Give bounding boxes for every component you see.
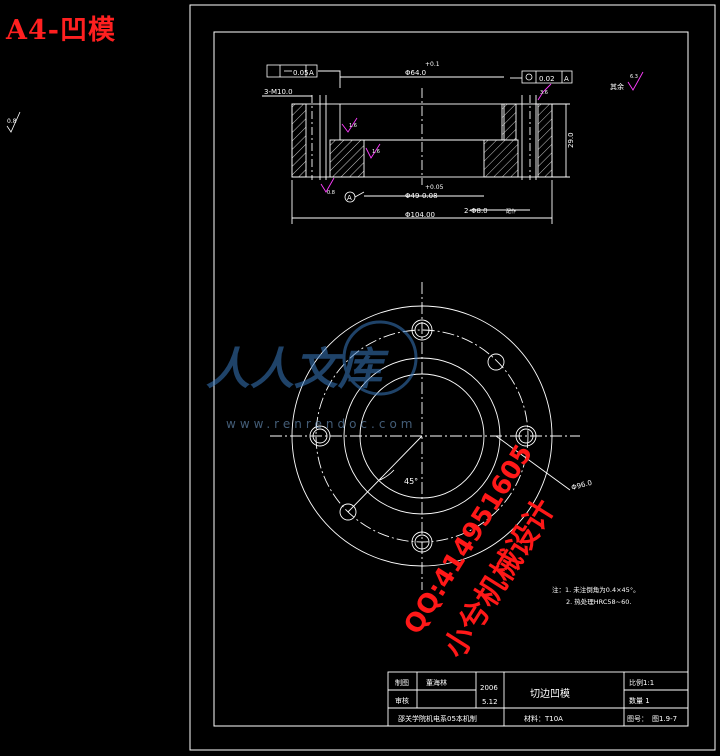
- note-line-1: 注：1. 未注倒角为0.4×45°。: [552, 585, 640, 594]
- section-view: [262, 70, 570, 224]
- svg-text:其余: 其余: [610, 82, 624, 91]
- svg-text:0.8: 0.8: [7, 118, 17, 125]
- date-year: 2006: [480, 684, 498, 692]
- svg-text:0.02: 0.02: [539, 75, 555, 83]
- bore-dim-tolerance: +0.1: [425, 61, 440, 68]
- svg-text:6.3: 6.3: [630, 74, 638, 80]
- angle-label: 45°: [404, 477, 418, 486]
- svg-text:配作: 配作: [506, 208, 516, 215]
- flatness-tolerance-frame: 0.05 A: [266, 64, 318, 78]
- svg-text:1.6: 1.6: [372, 149, 380, 155]
- roughness-symbol-top: 1.6: [341, 117, 358, 133]
- roughness-symbol-chamfer: 0.8: [320, 177, 335, 196]
- svg-text:A: A: [347, 194, 352, 202]
- part-name: 切边凹模: [530, 688, 570, 700]
- hole-spacing-dim: 2-Φ8.0 配作: [464, 207, 516, 215]
- sheet-title: A4-凹模: [6, 15, 116, 46]
- roughness-symbol-inner: 1.6: [365, 143, 381, 159]
- svg-text:3.6: 3.6: [540, 90, 548, 96]
- scale: 比例1:1: [629, 678, 654, 687]
- datum-marker: A: [344, 191, 365, 203]
- svg-text:A: A: [564, 75, 569, 83]
- svg-text:2-Φ8.0: 2-Φ8.0: [464, 207, 488, 215]
- svg-text:0.05: 0.05: [293, 69, 309, 77]
- inner-dim-tolerance: +0.05: [425, 184, 444, 191]
- designer-label: 制图: [395, 678, 409, 687]
- circle-dim: Φ96.0: [570, 479, 592, 492]
- outer-frame: [189, 4, 716, 751]
- drawing-no-label: 图号：: [627, 715, 648, 723]
- svg-text:1.6: 1.6: [349, 123, 357, 129]
- plan-view: [270, 282, 580, 590]
- designer-name: 董海林: [426, 678, 447, 687]
- outer-dim: Φ104.00: [405, 211, 435, 219]
- inner-dim: Φ49-0.08: [405, 192, 438, 200]
- svg-text:0.8: 0.8: [327, 190, 335, 196]
- side-roughness-symbol: 0.8: [6, 111, 21, 133]
- thread-callout: 3-M10.0: [264, 88, 293, 96]
- checker-label: 审核: [395, 696, 409, 705]
- quantity: 数量 1: [629, 696, 650, 705]
- drawing-no: 图1.9-7: [652, 715, 677, 723]
- roughness-symbol-right: 3.6: [537, 83, 552, 101]
- material: 材料：T10A: [524, 714, 563, 723]
- perpendicularity-tolerance-frame: 0.02 A: [521, 70, 573, 84]
- height-dim: 29.0: [567, 132, 575, 148]
- svg-text:人人文库: 人人文库: [206, 344, 389, 395]
- bore-dim: Φ64.0: [405, 69, 426, 77]
- watermark: 人人文库 www.renrendoc.com: [206, 320, 418, 431]
- title-block: [387, 671, 689, 727]
- svg-text:A: A: [309, 69, 314, 77]
- note-line-2: 2. 热处理HRC58~60.: [566, 597, 631, 606]
- rest-roughness: 其余 6.3: [610, 71, 644, 91]
- date-day: 5.12: [482, 698, 498, 706]
- school: 邵关学院机电系05本机制: [398, 714, 477, 723]
- svg-text:www.renrendoc.com: www.renrendoc.com: [226, 417, 416, 431]
